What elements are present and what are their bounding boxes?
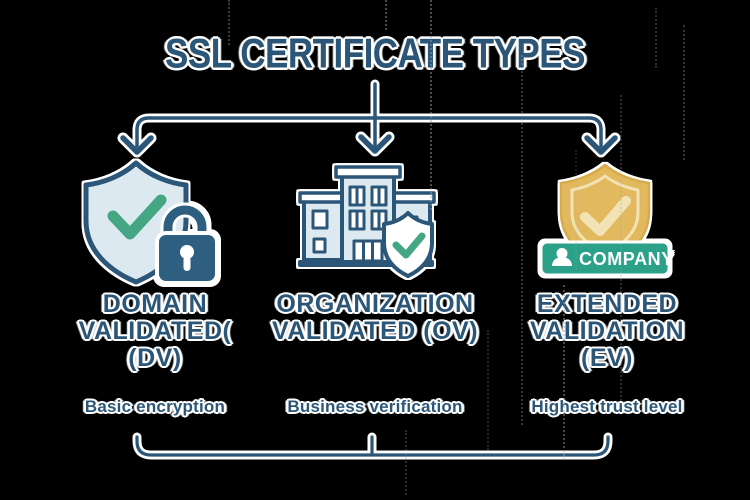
door [352, 239, 384, 263]
company-badge-label: COMPANY [579, 249, 674, 269]
left-arrowhead-icon [120, 135, 154, 155]
noise-artifact [620, 95, 622, 405]
person-icon-shoulders [552, 257, 572, 266]
verify-shield-shape [382, 211, 434, 278]
noise-artifact [487, 330, 489, 450]
label-line: VALIDATED( [78, 317, 232, 345]
label-line: (EV) [581, 344, 633, 372]
label-line: (DV) [128, 344, 182, 372]
caption-highest-trust-level: Highest trust level [531, 397, 683, 416]
label-line: DOMAIN [102, 290, 208, 318]
branch-arrows [117, 79, 621, 158]
window [312, 237, 327, 254]
right-arrowhead-icon [584, 135, 618, 155]
noise-artifact [430, 0, 432, 210]
label-extended-validation: EXTENDED VALIDATION (EV) [482, 291, 732, 372]
lock-shackle [163, 205, 207, 235]
person-icon [556, 248, 568, 259]
building-left-cap [298, 191, 348, 204]
gold-shield-check-icon: COMPANY [539, 163, 674, 277]
noise-artifact [575, 150, 577, 270]
caption-business-verification: Business verification [287, 397, 463, 416]
building-right-cap [388, 191, 436, 204]
noise-artifact [228, 0, 230, 45]
noise-artifact [563, 285, 565, 460]
shield-check-lock-icon [83, 160, 219, 285]
caption-basic-encryption: Basic encryption [84, 397, 226, 416]
building-shield-check-icon [298, 165, 436, 278]
label-line: VALIDATED (OV) [271, 317, 479, 345]
noise-artifact [521, 55, 523, 425]
page-title: SSL CERTIFICATE TYPES [165, 31, 585, 78]
label-line: EXTENDED [536, 290, 678, 318]
building-roof-cap [334, 165, 402, 179]
crossbar-line [135, 116, 603, 148]
noise-artifact [405, 430, 407, 495]
company-badge [539, 240, 671, 277]
noise-artifact [655, 8, 657, 68]
checkmark-icon [392, 232, 426, 259]
keyhole-stem [183, 256, 191, 271]
label-line: VALIDATION [529, 317, 685, 345]
label-line: ORGANIZATION [276, 290, 474, 318]
group-bracket [132, 432, 613, 460]
window [311, 209, 329, 230]
label-domain-validated: DOMAIN VALIDATED( (DV) [30, 291, 280, 372]
center-arrowhead-icon [358, 134, 392, 154]
window-mullions [355, 187, 381, 229]
keyhole-icon [180, 245, 194, 259]
noise-artifact [385, 0, 387, 30]
label-organization-validated: ORGANIZATION VALIDATED (OV) [250, 291, 500, 345]
door-panels [362, 241, 374, 261]
checkmark-icon [580, 196, 631, 236]
noise-artifact [683, 25, 685, 160]
checkmark-icon [107, 194, 167, 240]
